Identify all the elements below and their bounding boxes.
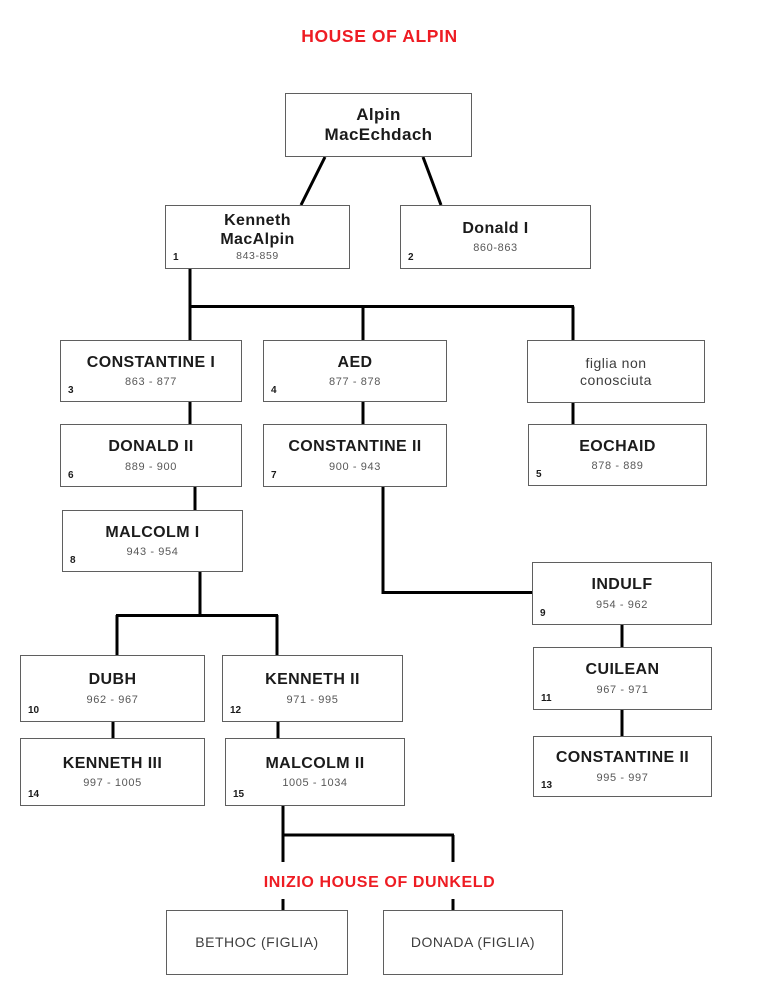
node-indulf: 9 INDULF 954 - 962 — [532, 562, 712, 625]
node-dates: 889 - 900 — [125, 460, 177, 473]
node-number: 11 — [541, 693, 552, 704]
node-cuilean: 11 CUILEAN 967 - 971 — [533, 647, 712, 710]
node-unknown-daughter: figlia non conosciuta — [527, 340, 705, 403]
node-number: 10 — [28, 705, 40, 716]
node-number: 2 — [408, 252, 414, 263]
node-dubh: 10 DUBH 962 - 967 — [20, 655, 205, 722]
node-donald-i: 2 Donald I 860-863 — [400, 205, 591, 269]
node-donald-ii: 6 DONALD II 889 - 900 — [60, 424, 242, 487]
node-name: figlia non conosciuta — [580, 354, 652, 388]
node-bethoc: BETHOC (FIGLIA) — [166, 910, 348, 975]
node-constantine-ii-13: 13 CONSTANTINE II 995 - 997 — [533, 736, 712, 797]
node-dates: 954 - 962 — [596, 598, 648, 611]
node-eochaid: 5 EOCHAID 878 - 889 — [528, 424, 707, 486]
node-name: Kenneth MacAlpin — [220, 211, 295, 248]
node-name: Alpin MacEchdach — [324, 104, 433, 144]
node-dates: 943 - 954 — [126, 546, 179, 559]
node-dates: 877 - 878 — [329, 376, 381, 389]
node-malcolm-i: 8 MALCOLM I 943 - 954 — [62, 510, 243, 572]
node-dates: 997 - 1005 — [83, 777, 142, 790]
node-dates: 995 - 997 — [596, 771, 649, 784]
node-name: CONSTANTINE II — [288, 438, 422, 456]
node-dates: 971 - 995 — [286, 693, 339, 706]
node-kenneth-macalpin: 1 Kenneth MacAlpin 843-859 — [165, 205, 350, 269]
node-constantine-i: 3 CONSTANTINE I 863 - 877 — [60, 340, 242, 402]
node-number: 4 — [271, 385, 277, 396]
node-number: 13 — [541, 780, 553, 791]
node-dates: 900 - 943 — [329, 460, 381, 473]
node-number: 8 — [70, 555, 76, 566]
node-dates: 878 - 889 — [591, 460, 644, 473]
node-dates: 860-863 — [473, 242, 518, 255]
node-number: 14 — [28, 789, 40, 800]
node-number: 7 — [271, 470, 277, 481]
node-name: CONSTANTINE I — [86, 353, 216, 371]
node-dates: 967 - 971 — [596, 683, 649, 696]
node-name: KENNETH II — [265, 671, 360, 689]
node-dates: 863 - 877 — [125, 376, 177, 389]
node-name: DUBH — [88, 671, 137, 689]
node-name: Donald I — [462, 219, 529, 237]
node-number: 12 — [230, 705, 242, 716]
node-name: CUILEAN — [585, 661, 660, 679]
node-number: 1 — [173, 252, 179, 263]
node-number: 3 — [68, 385, 74, 396]
node-name: AED — [337, 353, 373, 371]
node-donada: DONADA (FIGLIA) — [383, 910, 563, 975]
node-number: 15 — [233, 789, 245, 800]
node-number: 9 — [540, 608, 546, 619]
node-kenneth-ii: 12 KENNETH II 971 - 995 — [222, 655, 403, 722]
page-title: HOUSE OF ALPIN — [301, 26, 458, 46]
node-dates: 1005 - 1034 — [282, 777, 348, 790]
node-kenneth-iii: 14 KENNETH III 997 - 1005 — [20, 738, 205, 806]
node-name: EOCHAID — [579, 437, 656, 455]
node-constantine-ii: 7 CONSTANTINE II 900 - 943 — [263, 424, 447, 487]
node-number: 6 — [68, 470, 74, 481]
node-name: MALCOLM I — [105, 523, 200, 541]
node-name: CONSTANTINE II — [555, 749, 690, 767]
node-name: MALCOLM II — [265, 754, 365, 772]
dunkeld-section-title: INIZIO HOUSE OF DUNKELD — [263, 874, 496, 891]
node-dates: 962 - 967 — [86, 693, 139, 706]
node-name: DONALD II — [108, 438, 194, 456]
node-malcolm-ii: 15 MALCOLM II 1005 - 1034 — [225, 738, 405, 806]
node-alpin-macechdach: Alpin MacEchdach — [285, 93, 472, 157]
node-name: KENNETH III — [62, 754, 163, 772]
node-name: DONADA (FIGLIA) — [410, 934, 536, 951]
node-name: BETHOC (FIGLIA) — [195, 934, 319, 951]
node-name: INDULF — [591, 576, 653, 594]
node-aed: 4 AED 877 - 878 — [263, 340, 447, 402]
node-number: 5 — [536, 469, 542, 480]
node-dates: 843-859 — [236, 250, 279, 263]
